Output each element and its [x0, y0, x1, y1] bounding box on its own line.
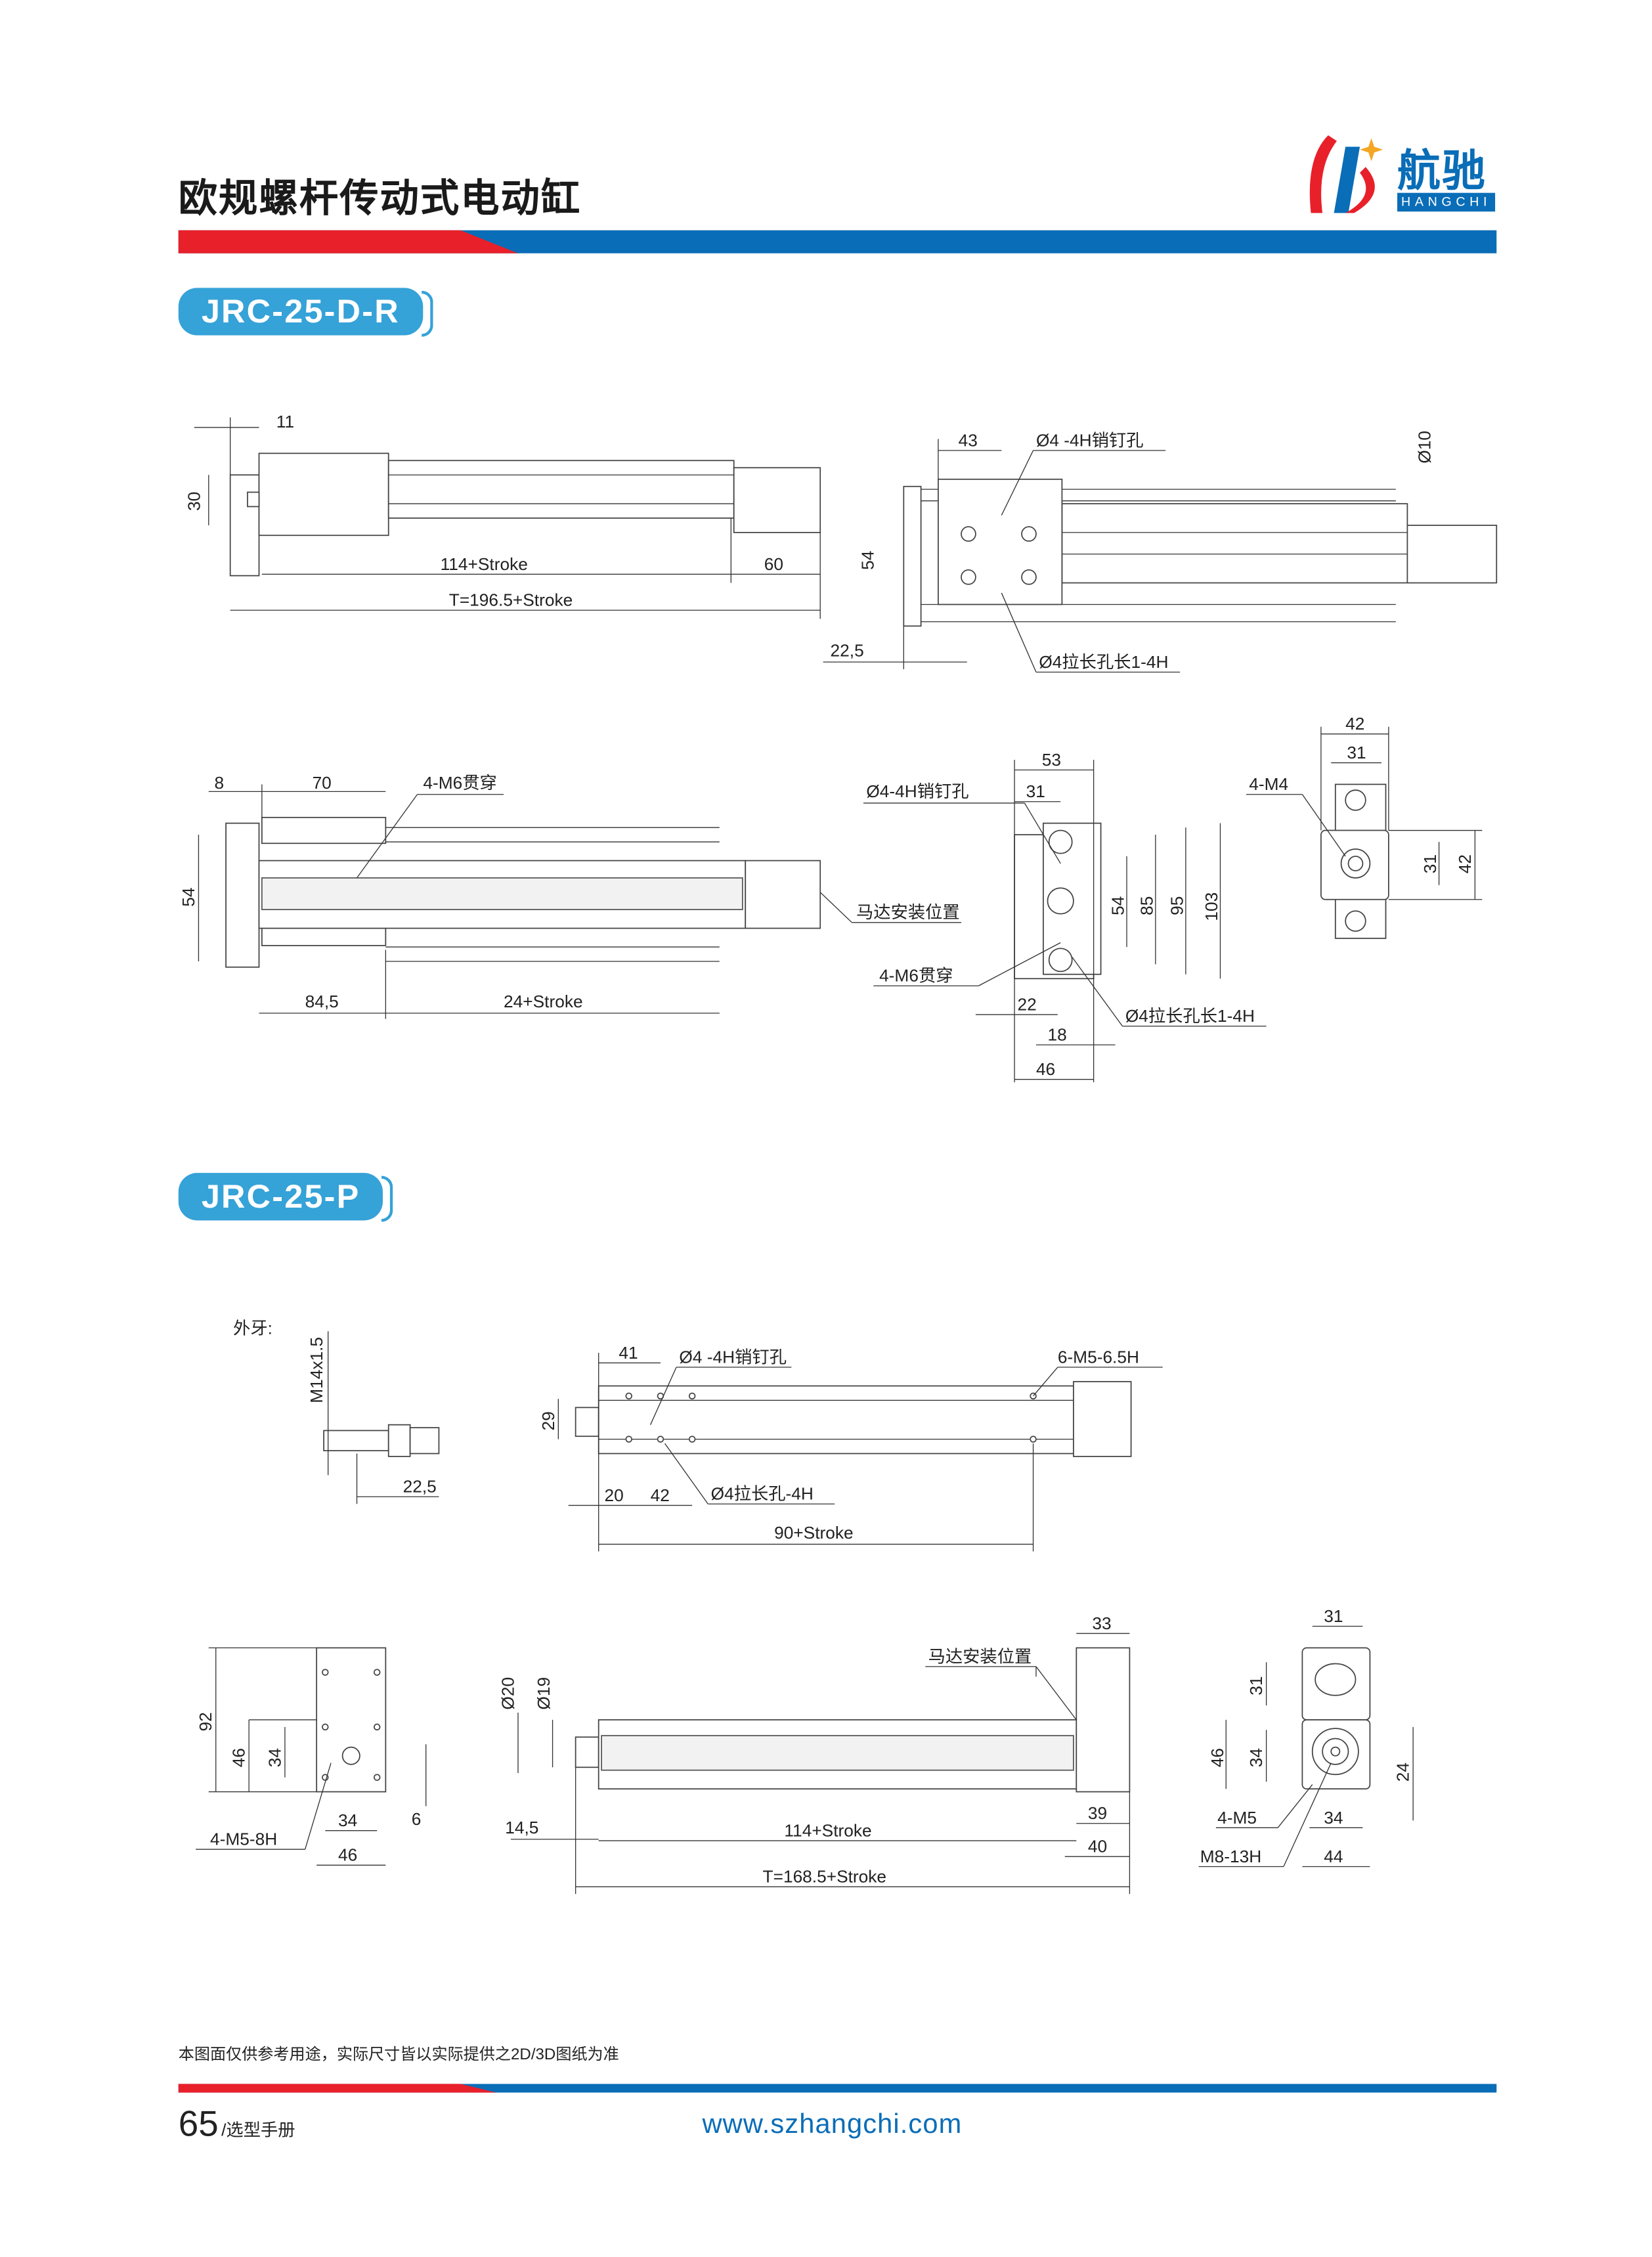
dim-label: 43	[959, 430, 978, 450]
dim-label: Ø10	[1414, 431, 1434, 464]
dim-label: 60	[764, 554, 783, 574]
dim-label: 34	[1246, 1748, 1266, 1767]
dim-label: 22,5	[403, 1477, 437, 1497]
dim-label: 42	[1455, 854, 1475, 873]
dim-label: 34	[265, 1748, 284, 1767]
drawing-p-side-view: 马达安装位置 33 Ø20 Ø19 14,5 114+Stroke 39 40 …	[498, 1613, 1131, 1895]
model-badge-jrc-25-p: JRC-25-P	[178, 1173, 394, 1222]
dim-label: 33	[1092, 1613, 1111, 1633]
dim-label: 46	[229, 1748, 249, 1767]
dim-label: 6-M5-6.5H	[1058, 1347, 1139, 1367]
dim-label: 4-M6贯穿	[879, 966, 953, 986]
dim-label: Ø4拉长孔长1-4H	[1125, 1006, 1255, 1026]
dim-label: 31	[1026, 781, 1045, 801]
dim-label: 31	[1324, 1606, 1343, 1626]
dim-label: 46	[1207, 1748, 1227, 1767]
dim-label: 18	[1047, 1025, 1066, 1045]
dim-label: 44	[1324, 1847, 1343, 1866]
dim-label: 46	[338, 1845, 357, 1865]
drawing-p-end-view: 92 46 34 4-M5-8H 34 46 6	[196, 1647, 427, 1866]
dim-label: M8-13H	[1200, 1847, 1261, 1866]
drawing-p-motor-end-view: 31 31 46 34 24 4-M5 34 M8-13H 44	[1198, 1606, 1414, 1868]
dim-label: 14,5	[505, 1818, 538, 1837]
dim-label: Ø19	[534, 1677, 554, 1710]
dim-label: 95	[1167, 896, 1186, 915]
dim-label: 30	[185, 492, 204, 511]
thread-label: 外牙:	[233, 1319, 272, 1338]
dim-label: 46	[1036, 1059, 1055, 1079]
dim-label: Ø4拉长孔-4H	[711, 1484, 814, 1504]
dim-label: 4-M5	[1217, 1808, 1257, 1828]
dim-label: 114+Stroke	[784, 1820, 871, 1840]
header-stripe	[178, 230, 1497, 253]
dim-label: 31	[1246, 1676, 1266, 1695]
dim-label: 22,5	[831, 640, 864, 660]
dim-label: 4-M6贯穿	[423, 773, 496, 793]
dim-label: 马达安装位置	[856, 902, 960, 922]
drawing-p-thread-detail: 外牙: M14x1.5 22,5	[233, 1319, 440, 1504]
dim-label: 54	[1108, 896, 1128, 915]
dim-label: 6	[412, 1809, 422, 1829]
dim-label: Ø4 -4H销钉孔	[1036, 430, 1144, 450]
dim-label: 24+Stroke	[504, 992, 583, 1011]
model-badge-jrc-25-d-r: JRC-25-D-R	[178, 288, 433, 337]
motor-mount-label: 马达安装位置	[928, 1646, 1032, 1666]
drawing-dr-top-view: 43 Ø4 -4H销钉孔 Ø10 54 22,5 Ø4拉长孔长1-4H	[823, 430, 1498, 673]
dim-label: 70	[313, 773, 332, 793]
drawing-dr-side-view: 11 30 114+Stroke 60 T=196.5+Stroke	[185, 412, 821, 619]
drawing-dr-end-view: 53 Ø4-4H销钉孔 31 54 85 95 103 4-M6贯穿 22 18…	[863, 750, 1267, 1083]
dim-label: M14x1.5	[307, 1337, 326, 1403]
dim-label: 4-M4	[1249, 774, 1288, 794]
dim-label: 39	[1088, 1803, 1107, 1823]
hangchi-logo: 航驰 HANGCHI	[1302, 129, 1498, 219]
dim-label: 53	[1042, 750, 1061, 770]
dim-label: T=168.5+Stroke	[763, 1867, 886, 1887]
dim-label: 24	[1393, 1763, 1413, 1782]
dim-label: 31	[1420, 854, 1440, 873]
drawing-dr-motor-end-view: 42 31 4-M4 31 42	[1246, 714, 1483, 939]
dim-label: 54	[858, 551, 877, 570]
dim-label: T=196.5+Stroke	[449, 590, 573, 610]
page-title: 欧规螺杆传动式电动缸	[178, 177, 582, 221]
dim-label: 90+Stroke	[774, 1523, 854, 1543]
dim-label: 40	[1088, 1837, 1107, 1856]
dim-label: 34	[1324, 1808, 1343, 1828]
dim-label: 54	[179, 887, 198, 906]
drawing-p-top-view: 41 Ø4 -4H销钉孔 6-M5-6.5H 29 20 42 Ø4拉长孔-4H…	[538, 1343, 1163, 1552]
disclaimer-note: 本图面仅供参考用途，实际尺寸皆以实际提供之2D/3D图纸为准	[178, 2046, 619, 2064]
dim-label: 34	[338, 1810, 357, 1830]
dim-label: 84,5	[305, 992, 339, 1011]
dim-label: 42	[651, 1485, 670, 1505]
page-number-value: 65	[178, 2104, 219, 2145]
dim-label: 92	[196, 1712, 215, 1731]
logo-english-text: HANGCHI	[1397, 192, 1496, 212]
logo-chinese-text: 航驰	[1397, 148, 1487, 196]
dim-label: Ø4 -4H销钉孔	[679, 1347, 787, 1367]
dim-label: 20	[604, 1485, 623, 1505]
footer-stripe	[178, 2084, 1497, 2093]
drawing-dr-front-view: 8 70 4-M6贯穿 54 84,5 24+Stroke 马达安装位置	[179, 773, 961, 1019]
dim-label: Ø4拉长孔长1-4H	[1039, 652, 1168, 672]
dim-label: 11	[276, 412, 294, 431]
dim-label: 22	[1017, 995, 1036, 1015]
dim-label: Ø20	[498, 1677, 517, 1710]
page-number: 65/选型手册	[179, 2104, 295, 2146]
website-link[interactable]: www.szhangchi.com	[702, 2109, 963, 2140]
dim-label: 114+Stroke	[441, 554, 528, 574]
dim-label: 4-M5-8H	[210, 1830, 277, 1849]
page-label: /选型手册	[221, 2120, 295, 2140]
dim-label: 85	[1137, 896, 1156, 915]
dim-label: 31	[1347, 743, 1366, 762]
dim-label: 41	[619, 1343, 638, 1363]
dim-label: 8	[215, 773, 225, 793]
logo-mark-icon	[1309, 135, 1383, 213]
dim-label: Ø4-4H销钉孔	[866, 781, 968, 801]
dim-label: 103	[1202, 892, 1221, 921]
dim-label: 42	[1345, 714, 1364, 734]
dim-label: 29	[538, 1411, 558, 1430]
